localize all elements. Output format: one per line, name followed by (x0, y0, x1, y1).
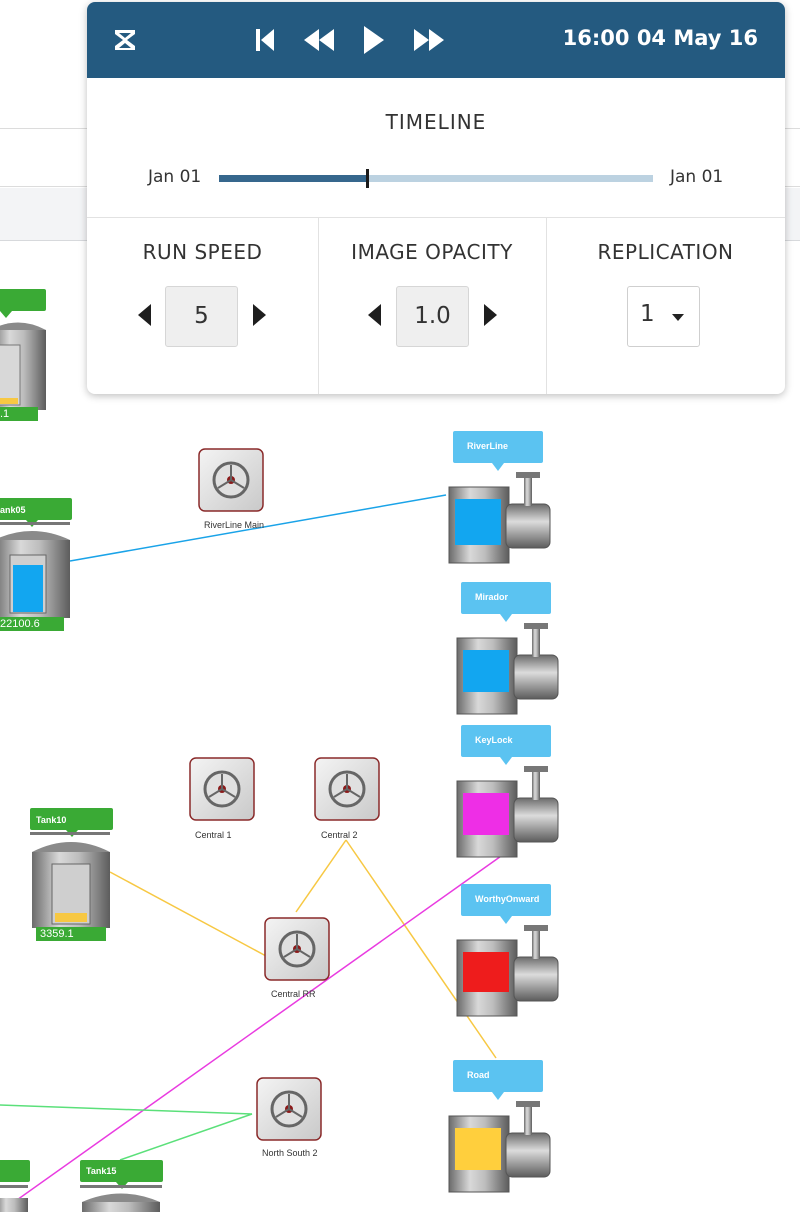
junction-node (256, 1077, 322, 1141)
junction-label: Central 1 (195, 830, 232, 840)
hourglass-icon[interactable] (113, 24, 137, 56)
tank-tag-label: Tank10 (36, 815, 67, 825)
junction-node (264, 917, 330, 981)
current-date-label: 16:00 04 May 16 (562, 26, 758, 50)
replication-select[interactable]: 1 (627, 286, 700, 347)
pipe-link (119, 1113, 253, 1161)
fast-forward-icon[interactable] (413, 24, 445, 56)
tank-node (0, 1160, 30, 1212)
outlet-label: KeyLock (475, 735, 513, 745)
tank-node (80, 1160, 163, 1212)
image-opacity-decrease-icon[interactable] (368, 304, 381, 326)
tank-tag-label: ank05 (0, 505, 26, 515)
outlet-node (456, 725, 559, 858)
tank-node (30, 808, 113, 941)
tank-node (0, 498, 72, 631)
run-speed-value[interactable]: 5 (165, 286, 238, 347)
junction-label: RiverLine Main (204, 520, 265, 530)
skip-to-start-icon[interactable] (254, 24, 276, 56)
pipe-link (295, 839, 347, 913)
tank-node (0, 289, 46, 421)
junction-node (189, 757, 255, 821)
tank-value-label: 3359.1 (40, 928, 74, 940)
run-speed-decrease-icon[interactable] (138, 304, 151, 326)
timeline-title: TIMELINE (385, 110, 487, 134)
pipe-link (69, 494, 447, 562)
replication-selected-value: 1 (640, 301, 655, 327)
panel-divider (87, 217, 785, 218)
run-speed-increase-icon[interactable] (253, 304, 266, 326)
junction-node (198, 448, 264, 512)
tank-value-label: 22100.6 (0, 618, 40, 630)
pipe-link (109, 871, 267, 957)
outlet-node (448, 1060, 551, 1193)
outlet-node (456, 884, 559, 1017)
pipe-link (345, 839, 497, 1059)
timeline-end-label: Jan 01 (670, 167, 724, 187)
outlet-label: RiverLine (467, 441, 509, 451)
outlet-label: Mirador (475, 592, 509, 602)
run-speed-title: RUN SPEED (142, 240, 263, 264)
junction-label: North South 2 (262, 1148, 318, 1158)
junction-label: Central 2 (321, 830, 358, 840)
image-opacity-title: IMAGE OPACITY (351, 240, 513, 264)
pipe-link (0, 853, 505, 1212)
timeline-progress-fill (219, 175, 367, 182)
junction-label: Central RR (271, 989, 316, 999)
panel-divider (546, 218, 547, 394)
chevron-down-icon (672, 314, 684, 321)
replication-title: REPLICATION (597, 240, 734, 264)
outlet-node (456, 582, 559, 715)
timeline-start-label: Jan 01 (148, 167, 202, 187)
play-icon[interactable] (363, 24, 385, 56)
outlet-node (448, 431, 551, 564)
tank-value-label: .1 (0, 408, 10, 420)
playback-panel: 16:00 04 May 16 TIMELINE Jan 01 Jan 01 R… (87, 2, 785, 394)
outlet-label: Road (467, 1070, 490, 1080)
image-opacity-increase-icon[interactable] (484, 304, 497, 326)
image-opacity-value[interactable]: 1.0 (396, 286, 469, 347)
panel-divider (318, 218, 319, 394)
playback-header: 16:00 04 May 16 (87, 2, 785, 78)
timeline-slider[interactable] (219, 169, 653, 188)
junction-node (314, 757, 380, 821)
rewind-icon[interactable] (303, 24, 335, 56)
tank-tag-label: Tank15 (86, 1166, 117, 1176)
pipe-link (0, 1104, 253, 1115)
timeline-slider-handle[interactable] (365, 169, 369, 188)
outlet-label: WorthyOnward (475, 894, 540, 904)
